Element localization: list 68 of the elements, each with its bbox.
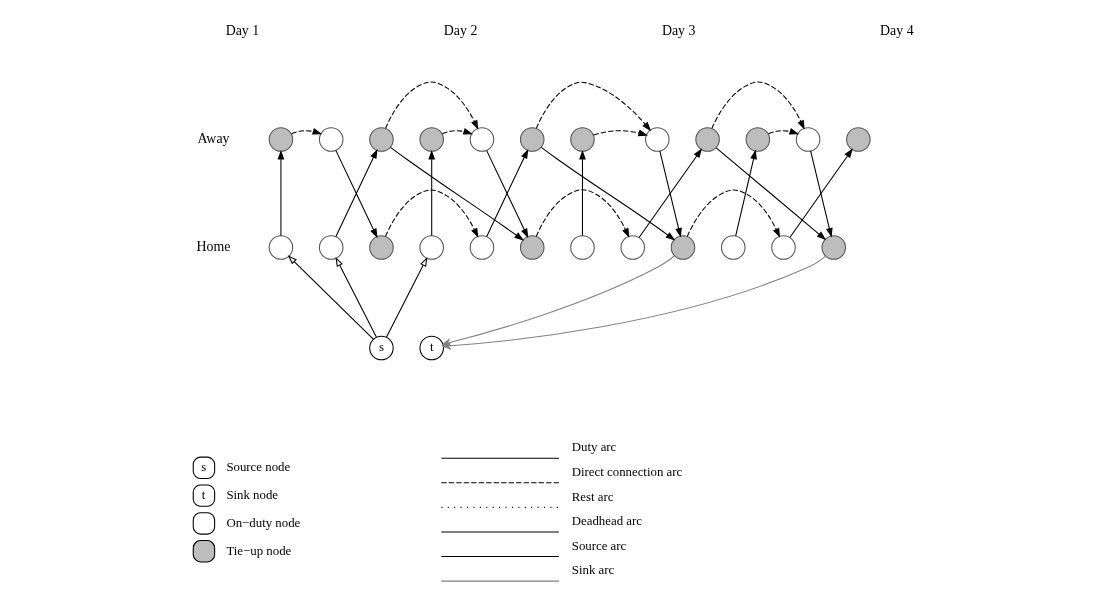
arrow xyxy=(441,128,473,135)
arrow xyxy=(810,150,833,238)
node-circle xyxy=(369,235,394,260)
node-circle xyxy=(670,235,696,260)
node-circle xyxy=(519,127,545,152)
node-circle xyxy=(519,235,545,260)
legend-label: Deadhead arc xyxy=(571,514,642,529)
node-circle xyxy=(745,127,771,152)
arrow xyxy=(277,149,285,237)
node-circle xyxy=(318,235,344,260)
arrow xyxy=(540,146,676,241)
label: Home xyxy=(196,239,231,255)
node-circle xyxy=(645,127,670,152)
arrow xyxy=(579,149,586,237)
arrow xyxy=(335,256,377,338)
node-circle xyxy=(369,127,394,152)
node-circle xyxy=(795,127,821,152)
arrow xyxy=(385,189,479,238)
legend-label: Duty arc xyxy=(571,440,617,455)
legend-label: Sink arc xyxy=(571,563,615,578)
node-circle xyxy=(318,127,344,152)
node-circle xyxy=(419,235,444,260)
arrow xyxy=(715,147,827,241)
arrow xyxy=(686,189,781,238)
node-circle xyxy=(469,127,495,152)
legend-label: Source node xyxy=(226,460,291,475)
arrow xyxy=(535,189,630,238)
label: s xyxy=(201,460,207,475)
node-circle xyxy=(570,235,595,260)
arrow xyxy=(291,128,323,135)
arrow xyxy=(659,150,682,238)
label: t xyxy=(201,487,206,502)
arrow xyxy=(287,255,374,340)
label: Day 1 xyxy=(225,23,260,39)
legend-label: Source arc xyxy=(571,538,627,553)
label: Day 4 xyxy=(880,23,914,39)
node-circle xyxy=(268,235,294,260)
label: Day 2 xyxy=(443,23,478,39)
arrow xyxy=(735,149,757,237)
arrow xyxy=(428,149,436,237)
arrow xyxy=(638,148,703,238)
node-circle: s xyxy=(369,335,394,361)
arrow xyxy=(385,256,428,338)
arrow xyxy=(389,146,525,241)
node-circle xyxy=(570,127,595,152)
arrow xyxy=(535,81,652,132)
arrow xyxy=(711,81,805,130)
legend-label: On−duty node xyxy=(226,515,301,530)
node-circle xyxy=(846,127,871,152)
node-circle xyxy=(419,127,444,152)
node-circle xyxy=(771,235,796,260)
arrow xyxy=(593,129,648,137)
node-circle xyxy=(620,235,646,260)
node-circle xyxy=(720,235,746,260)
arrow xyxy=(767,128,800,135)
legend-label: Rest arc xyxy=(571,489,614,504)
node-circle xyxy=(268,127,294,152)
node-circle xyxy=(821,235,847,260)
legend-label: Tie−up node xyxy=(226,543,292,558)
legend-label: Direct connection arc xyxy=(571,464,683,479)
node-circle xyxy=(469,235,495,260)
label: Day 3 xyxy=(661,23,696,39)
arrow xyxy=(789,148,853,238)
node-circle: t xyxy=(419,335,444,361)
arrow xyxy=(385,81,479,130)
legend-label: Sink node xyxy=(226,487,279,502)
node-circle xyxy=(695,127,720,152)
label: Away xyxy=(197,131,230,147)
